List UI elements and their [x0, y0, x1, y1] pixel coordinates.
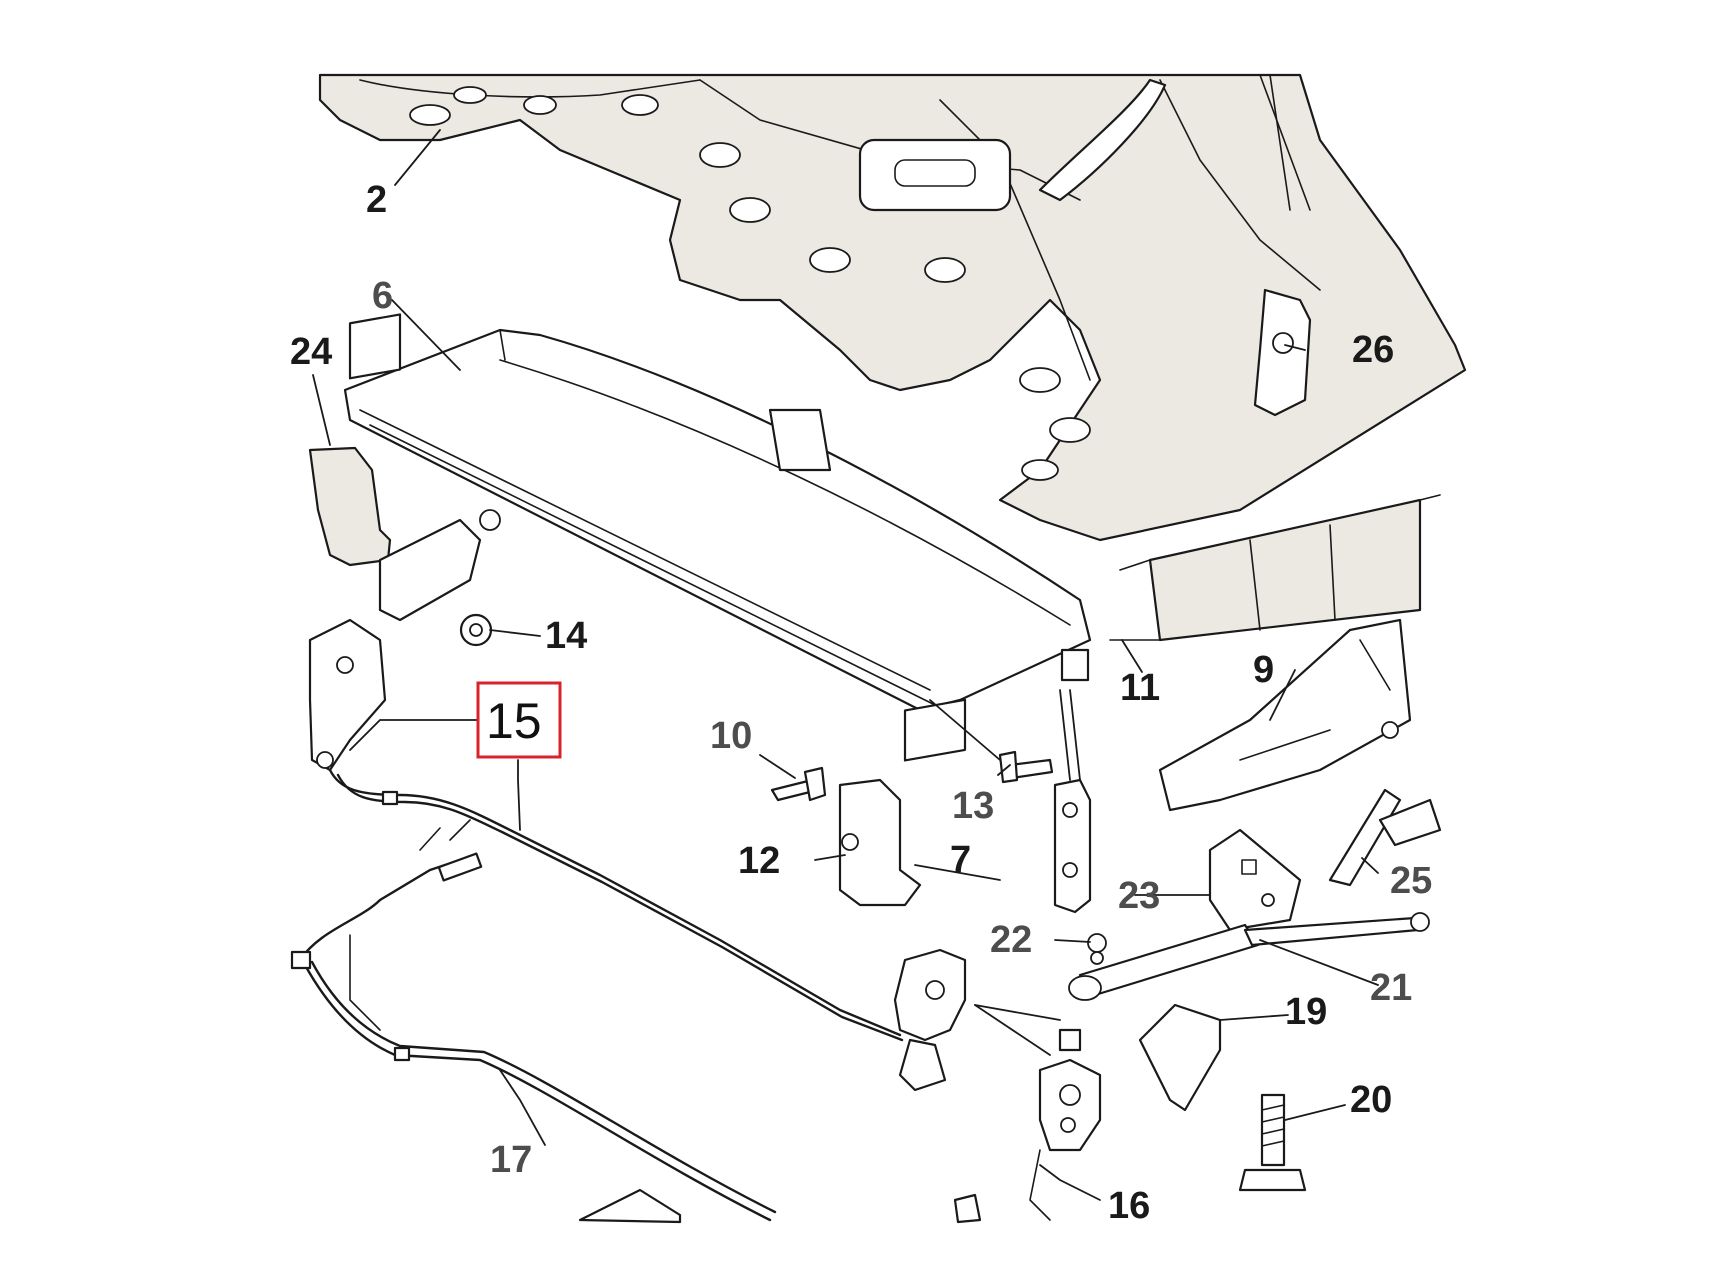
part-9-bracket: [1158, 618, 1412, 812]
callout-25: 25: [1390, 860, 1432, 902]
callout-14: 14: [545, 615, 587, 657]
callout-20: 20: [1350, 1079, 1392, 1121]
part-19-bracket: [1138, 1003, 1222, 1112]
part-25-hanger: [1328, 788, 1442, 887]
callout-2: 2: [366, 179, 387, 221]
part-16-latch: [893, 948, 1102, 1224]
callout-labels: 2 6 24 26 14 15 11 9 10 13 12 7 23 25 22…: [290, 179, 1432, 1227]
part-22-clip: [1087, 933, 1107, 965]
callout-9: 9: [1253, 649, 1274, 691]
leader-lines: [312, 129, 1379, 1201]
part-15-release-cable: [328, 768, 904, 1042]
part-14-nut: [459, 613, 493, 647]
callout-26: 26: [1352, 329, 1394, 371]
part-17-harness: [290, 819, 777, 1222]
callout-19: 19: [1285, 991, 1327, 1033]
part-26-bracket: [1253, 288, 1312, 417]
callout-6: 6: [372, 275, 393, 317]
callout-15-highlight-box: [476, 681, 562, 759]
callout-22: 22: [990, 919, 1032, 961]
part-24-trim: [308, 446, 392, 567]
callout-12: 12: [738, 840, 780, 882]
part-21-gas-strut: [1068, 912, 1430, 1001]
callout-11: 11: [1120, 667, 1160, 709]
part-20-bolt: [1238, 1093, 1307, 1192]
trunk-lid-panel: [318, 73, 1467, 542]
callout-15: 15: [486, 693, 542, 749]
part-11-net: [1109, 494, 1441, 642]
callout-17: 17: [490, 1139, 532, 1181]
part-10-bolt: [770, 766, 827, 802]
bottom-partial-part: [578, 1188, 682, 1224]
part-23-plate: [1208, 828, 1302, 932]
callout-7: 7: [950, 839, 971, 881]
part-7-bracket: [1053, 778, 1092, 914]
part-12-bracket: [838, 778, 922, 907]
callout-16: 16: [1108, 1185, 1150, 1227]
callout-10: 10: [710, 715, 752, 757]
callout-24: 24: [290, 331, 332, 373]
callout-21: 21: [1370, 967, 1412, 1009]
parcel-shelf-cover: [343, 313, 1092, 762]
callout-23: 23: [1118, 875, 1160, 917]
left-latch-assembly: [308, 509, 501, 772]
callout-13: 13: [952, 785, 994, 827]
